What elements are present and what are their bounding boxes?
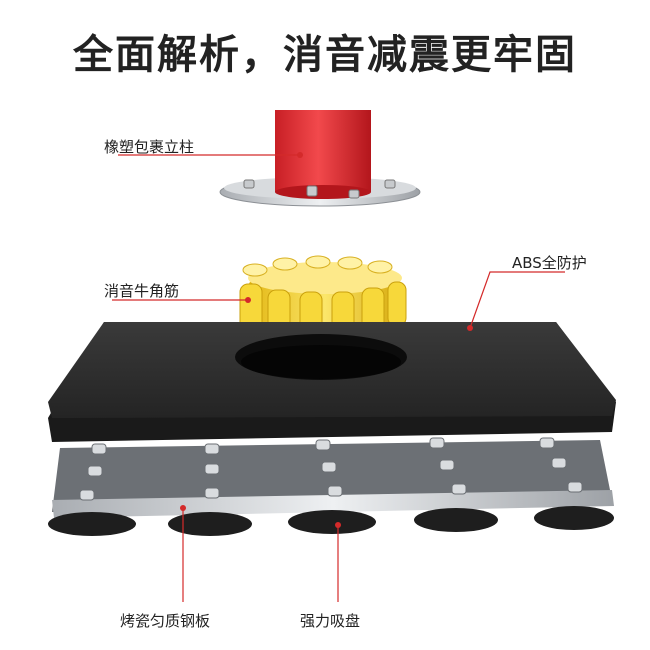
callout-lines (112, 152, 565, 602)
label-pillar: 橡塑包裹立柱 (104, 138, 195, 156)
suction-cups (48, 506, 614, 536)
label-buffer: 消音牛角筋 (104, 282, 180, 300)
pillar-assembly (219, 110, 421, 207)
label-abs: ABS全防护 (512, 254, 587, 272)
abs-top-plate (48, 322, 616, 442)
plate-bolts (79, 437, 583, 501)
page-title: 全面解析，消音减震更牢固 (73, 32, 577, 78)
flange-bolts (243, 179, 396, 199)
pillar-tube (275, 110, 371, 192)
steel-plate (52, 437, 614, 518)
label-suction: 强力吸盘 (300, 612, 361, 630)
label-steel: 烤瓷匀质钢板 (120, 612, 211, 630)
